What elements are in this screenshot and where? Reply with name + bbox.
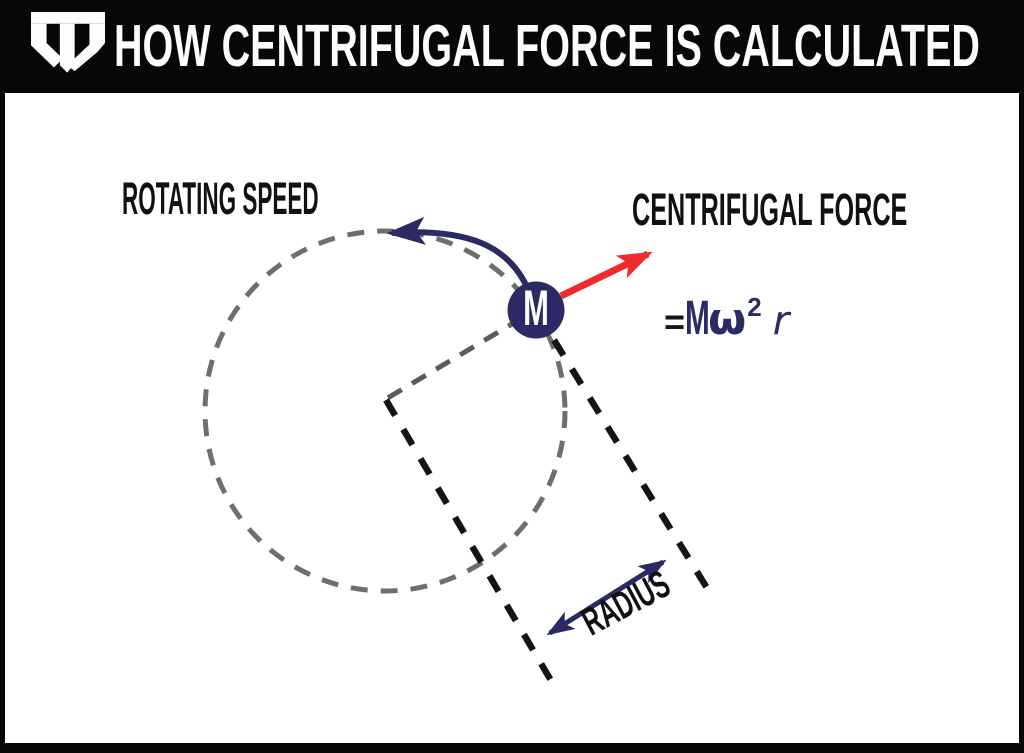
formula-exponent: 2 [747, 292, 762, 322]
rotating-speed-label: ROTATING SPEED [122, 173, 319, 224]
mass-dot [507, 281, 565, 339]
rotation-arrow [386, 216, 530, 289]
mass-label: M [523, 279, 549, 335]
radius-extension-line-mass [551, 338, 710, 590]
formula-mass-term: M [685, 292, 710, 345]
page-title: HOW CENTRIFUGAL FORCE IS CALCULATED [114, 13, 980, 79]
force-arrow [559, 250, 653, 300]
radius-extension-line-center [383, 398, 559, 691]
formula-radius-term: r [772, 298, 790, 344]
diagram-canvas [5, 93, 1019, 743]
brand-logo-icon [31, 11, 105, 73]
header-bar: HOW CENTRIFUGAL FORCE IS CALCULATED [0, 0, 1024, 93]
radius-dashed-line [384, 315, 524, 402]
centrifugal-force-label: CENTRIFUGAL FORCE [632, 184, 908, 235]
formula-equals-sign: = [664, 301, 686, 342]
orbit-dashed-circle [202, 228, 568, 594]
formula-omega-term: ω [708, 294, 747, 345]
radius-double-arrow [546, 559, 667, 636]
